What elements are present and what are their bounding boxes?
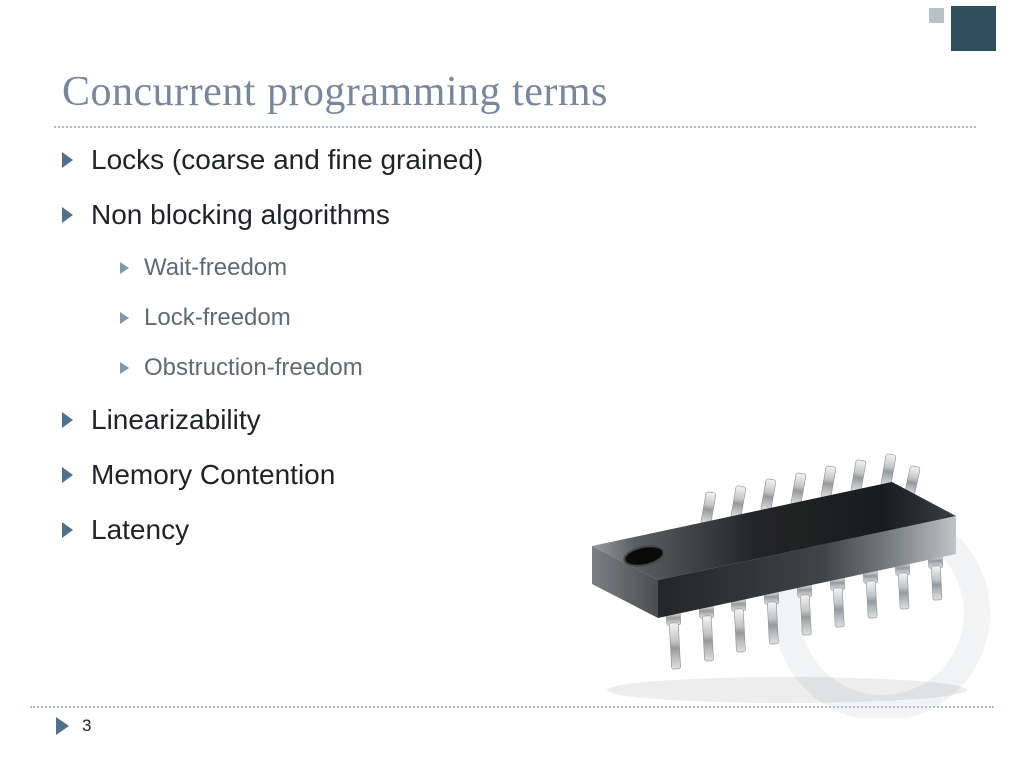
bullet-triangle-icon bbox=[62, 522, 73, 538]
bullet-triangle-icon bbox=[120, 262, 129, 274]
bullet-text: Non blocking algorithms bbox=[91, 199, 390, 230]
bullet-triangle-icon bbox=[120, 362, 129, 374]
list-item: Memory Contention bbox=[62, 459, 642, 491]
title-dotted-divider bbox=[54, 126, 976, 128]
footer-dotted-divider bbox=[30, 706, 994, 708]
bullet-triangle-icon bbox=[120, 312, 129, 324]
bullet-text: Latency bbox=[91, 514, 190, 545]
list-item: Locks (coarse and fine grained) bbox=[62, 144, 642, 176]
bullet-triangle-icon bbox=[62, 467, 73, 483]
decor-square-small bbox=[929, 8, 944, 23]
footer-triangle-icon bbox=[56, 717, 69, 735]
decor-square-large bbox=[951, 6, 996, 51]
list-item: Wait-freedom bbox=[120, 254, 642, 282]
bullet-text: Wait-freedom bbox=[144, 254, 288, 281]
page-title: Concurrent programming terms bbox=[62, 69, 608, 115]
bullet-list: Locks (coarse and fine grained) Non bloc… bbox=[62, 144, 642, 569]
list-item: Latency bbox=[62, 514, 642, 546]
bullet-triangle-icon bbox=[62, 207, 73, 223]
list-item: Lock-freedom bbox=[120, 304, 642, 332]
bullet-text: Lock-freedom bbox=[144, 304, 291, 331]
list-item: Obstruction-freedom bbox=[120, 354, 642, 382]
bullet-text: Linearizability bbox=[91, 404, 261, 435]
list-item: Linearizability bbox=[62, 404, 642, 436]
bullet-triangle-icon bbox=[62, 152, 73, 168]
list-item: Non blocking algorithms bbox=[62, 199, 642, 231]
page-number: 3 bbox=[82, 716, 92, 735]
bullet-text: Obstruction-freedom bbox=[144, 354, 363, 381]
bullet-text: Memory Contention bbox=[91, 459, 336, 490]
chip-image bbox=[592, 453, 990, 718]
bullet-text: Locks (coarse and fine grained) bbox=[91, 144, 484, 175]
footer-page-marker: 3 bbox=[56, 716, 91, 736]
bullet-triangle-icon bbox=[62, 412, 73, 428]
